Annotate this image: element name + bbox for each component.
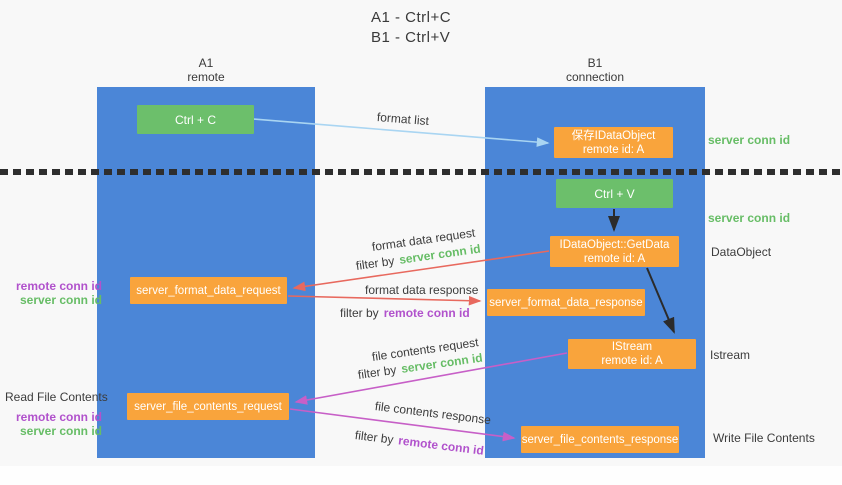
label-istream: Istream [710,348,751,362]
left-conn-id-stack-1: remote conn id server conn id [0,279,102,307]
diagram-title: A1 - Ctrl+C B1 - Ctrl+V [371,8,451,48]
filter-key-remote-conn-id: remote conn id [383,306,470,320]
edge-label-format-list: format list [376,110,430,129]
node-save-line2: remote id: A [582,143,645,156]
node-istream: IStream remote id: A [568,339,696,369]
phase-separator-dotted-line [0,169,842,175]
filter-prefix: filter by [357,362,398,382]
node-server-file-contents-response: server_file_contents_response [521,426,679,453]
label-server-conn-id-top-right: server conn id [708,133,791,147]
filter-prefix: filter by [340,306,379,320]
label-remote-conn-id-left-2: remote conn id [15,410,102,424]
column-a1-subtitle: remote [187,70,225,84]
label-write-file-contents: Write File Contents [713,431,815,445]
node-ctrl-c-label: Ctrl + C [174,112,216,127]
node-fdreq-label: server_format_data_request [136,284,281,297]
node-idataobject-getdata: IDataObject::GetData remote id: A [550,236,679,267]
node-save-line1: 保存IDataObject [571,129,656,142]
column-header-b1: B1 connection [485,56,705,84]
node-ctrl-v-label: Ctrl + V [594,186,635,201]
node-server-format-data-request: server_format_data_request [130,277,287,304]
filter-prefix: filter by [354,428,395,447]
node-getdata-line2: remote id: A [583,252,646,265]
node-fcres-label: server_file_contents_response [521,433,679,446]
node-server-format-data-response: server_format_data_response [487,289,645,316]
label-server-conn-id-left-2: server conn id [19,424,102,438]
column-b1-name: B1 [587,56,603,70]
node-getdata-line1: IDataObject::GetData [559,238,670,251]
node-server-file-contents-request: server_file_contents_request [127,393,289,420]
left-conn-id-stack-2: remote conn id server conn id [0,410,102,438]
edge-label-filter-format-response: filter by remote conn id [340,306,470,320]
edge-label-format-data-response: format data response [365,283,479,297]
column-a1-name: A1 [198,56,214,70]
node-ctrl-v: Ctrl + V [556,179,673,208]
column-b1-subtitle: connection [565,70,625,84]
node-ctrl-c: Ctrl + C [137,105,254,134]
filter-prefix: filter by [355,253,396,273]
column-header-a1: A1 remote [97,56,315,84]
node-istream-line1: IStream [611,341,653,353]
label-server-conn-id-mid-right: server conn id [708,211,791,225]
label-server-conn-id-left-1: server conn id [19,293,102,307]
node-save-idataobject: 保存IDataObject remote id: A [554,127,673,158]
edge-label-file-contents-response: file contents response [374,399,492,428]
filter-key-remote-conn-id: remote conn id [397,433,485,458]
title-line-1: A1 - Ctrl+C [371,9,452,26]
node-fdres-label: server_format_data_response [489,296,643,309]
label-remote-conn-id-left-1: remote conn id [15,279,102,293]
bottom-strip [0,466,842,485]
label-dataobject: DataObject [711,245,772,259]
label-read-file-contents: Read File Contents [5,390,108,404]
node-fcreq-label: server_file_contents_request [134,400,282,413]
node-istream-line2: remote id: A [601,355,663,367]
title-line-2: B1 - Ctrl+V [371,29,451,46]
